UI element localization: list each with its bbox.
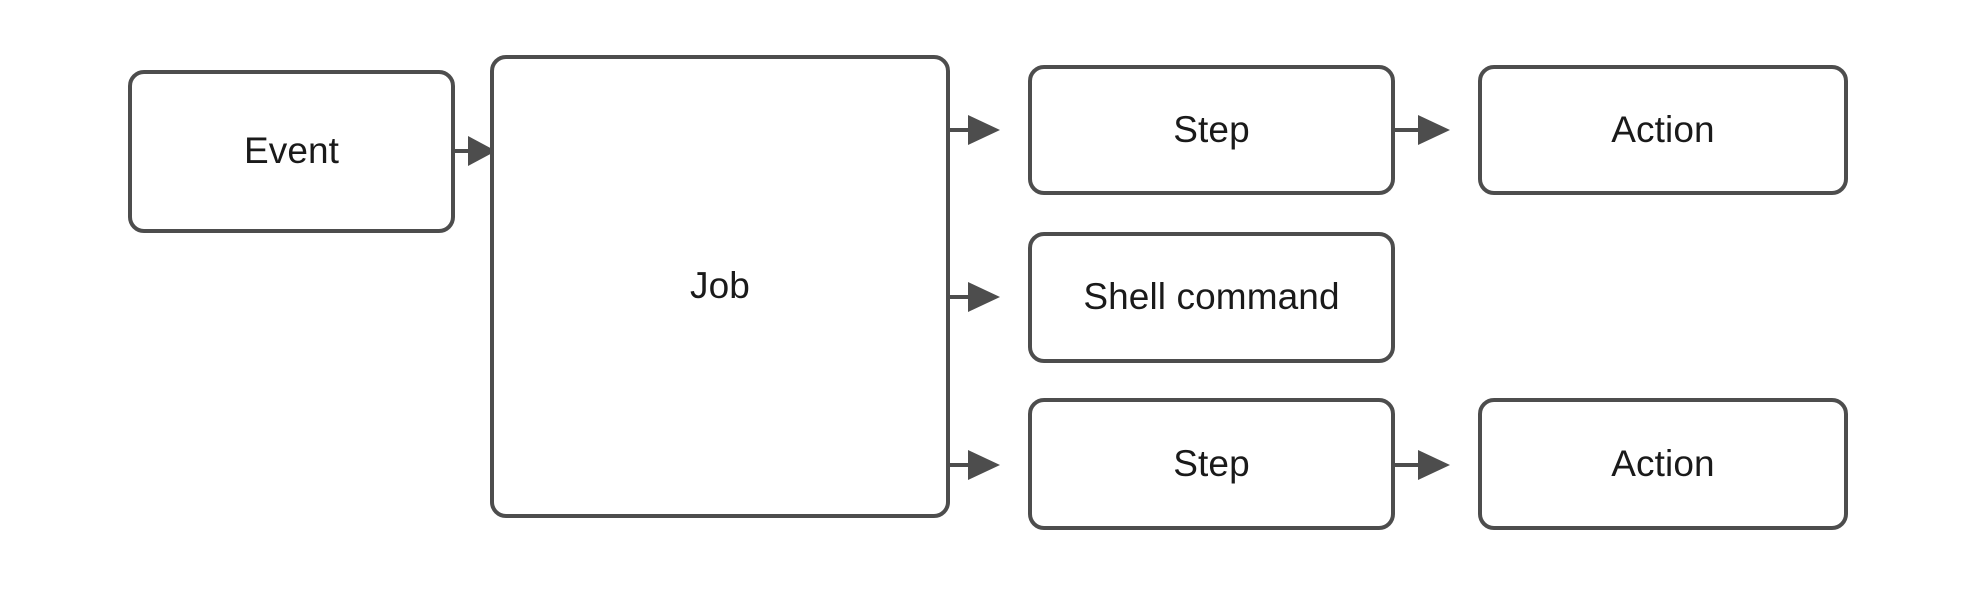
edge-job-to-step-top [950,115,1000,145]
node-step-bottom-label: Step [1173,442,1250,484]
node-job-label: Job [690,265,750,307]
edge-step-bottom-to-action-bottom [1395,450,1450,480]
node-shell-command-label: Shell command [1083,276,1340,318]
node-action-top[interactable]: Action [1478,65,1848,195]
node-event[interactable]: Event [128,70,455,233]
node-action-bottom-label: Action [1611,442,1715,484]
node-step-bottom[interactable]: Step [1028,398,1395,530]
node-action-bottom[interactable]: Action [1478,398,1848,530]
node-action-top-label: Action [1611,108,1715,150]
node-shell-command[interactable]: Shell command [1028,232,1395,363]
edge-step-top-to-action-top [1395,115,1450,145]
node-step-top-label: Step [1173,108,1250,150]
edge-job-to-step-bottom [950,450,1000,480]
edge-job-to-shell-command [950,282,1000,312]
node-step-top[interactable]: Step [1028,65,1395,195]
node-event-label: Event [243,130,340,172]
node-job[interactable]: Job [490,55,950,518]
